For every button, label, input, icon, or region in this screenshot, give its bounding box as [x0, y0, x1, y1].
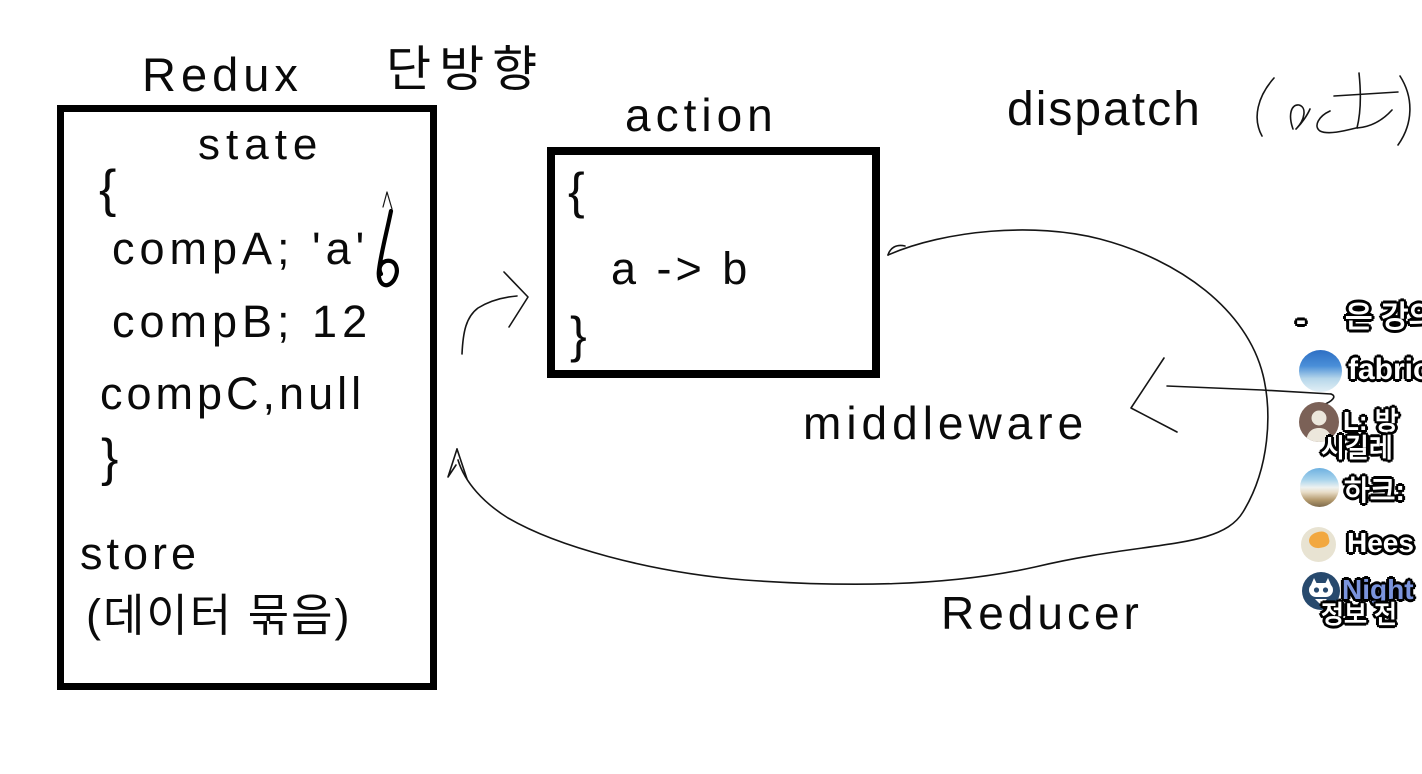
store-to-action-arrow	[461, 271, 529, 355]
reducer-label: Reducer	[941, 587, 1143, 639]
store-code-open-brace: {	[99, 160, 117, 218]
store-code-compA: compA; 'a'	[112, 223, 370, 274]
nightbot-robot-icon	[1309, 578, 1333, 605]
diagram-subtitle: 단방향	[386, 43, 546, 97]
chat-username-hak: 하크:	[1344, 475, 1405, 506]
chat-username-hees: Hees	[1347, 527, 1414, 558]
action-box-label: action	[625, 89, 778, 141]
store-box-label: state	[198, 120, 324, 169]
action-code-body: a -> b	[611, 243, 752, 294]
store-caption: store	[80, 528, 201, 579]
person-silhouette-icon	[1306, 410, 1332, 442]
handwritten-act-annotation	[1256, 72, 1411, 146]
chat-username-nightbot: Night	[1342, 574, 1414, 605]
avatar-sky-photo	[1299, 350, 1342, 392]
store-code-close-brace: }	[101, 429, 119, 487]
avatar-nightbot-icon	[1302, 572, 1340, 610]
store-box	[57, 105, 437, 690]
chat-message-fragment: 은 강의	[1345, 301, 1422, 334]
store-code-compC: compC,null	[100, 368, 366, 419]
middleware-label: middleware	[803, 397, 1089, 449]
avatar-person-icon	[1299, 402, 1339, 442]
store-code-compB: compB; 12	[112, 296, 373, 347]
chat-username-L-line2: 시길레	[1321, 433, 1393, 463]
chat-username-L-line1: L: 방	[1343, 406, 1399, 436]
chat-message-nightbot: 정보 전	[1321, 601, 1397, 629]
dispatch-label: dispatch	[1007, 83, 1202, 136]
avatar-beach-photo	[1300, 468, 1339, 507]
action-code-close-brace: }	[570, 307, 587, 363]
chat-message-dash: -	[1296, 304, 1306, 337]
store-caption-korean: (데이터 묶음)	[86, 590, 352, 641]
avatar-hair-icon	[1301, 527, 1336, 562]
chat-username-fabric: fabric	[1348, 353, 1422, 386]
hair-swoosh-icon	[1307, 529, 1331, 551]
diagram-title: Redux	[142, 48, 303, 101]
action-code-open-brace: {	[568, 163, 585, 219]
